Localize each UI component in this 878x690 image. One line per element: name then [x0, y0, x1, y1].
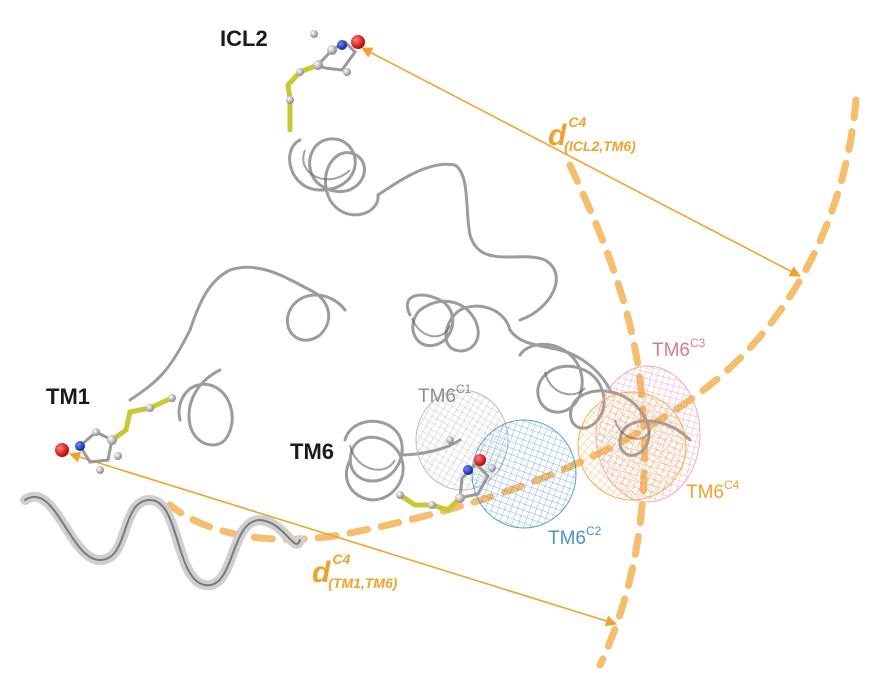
label-tm6-c3: TM6C3 [652, 336, 706, 361]
label-tm6-c1: TM6C1 [418, 382, 472, 407]
dashed-arcs [166, 96, 860, 669]
spin-label-tm6 [396, 436, 496, 513]
arrow-icl2-tm6 [361, 47, 801, 277]
label-tm1: TM1 [46, 384, 90, 409]
spin-label-icl2 [285, 30, 365, 133]
arrow-tm1-tm6 [68, 451, 618, 627]
spin-label-tm1 [55, 394, 176, 474]
distance-arrows [68, 47, 801, 627]
tm6-c4-cloud [577, 391, 687, 501]
label-tm6: TM6 [290, 439, 334, 464]
label-tm6-c2: TM6C2 [548, 524, 602, 549]
label-icl2: ICL2 [220, 26, 268, 51]
label-tm6-c4: TM6C4 [686, 478, 740, 503]
